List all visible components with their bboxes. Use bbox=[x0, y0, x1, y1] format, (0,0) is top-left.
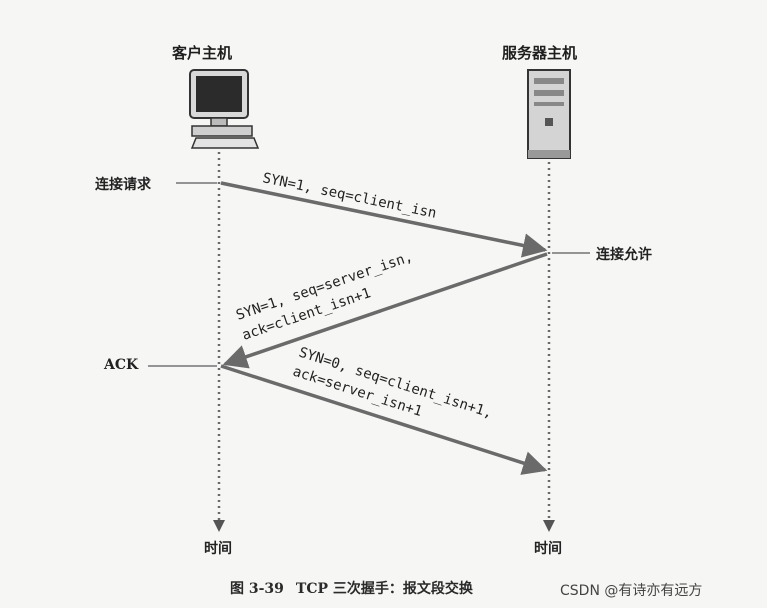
desktop-computer-icon bbox=[189, 69, 260, 149]
server-time-arrow-icon bbox=[543, 520, 555, 532]
syn-arrow bbox=[220, 181, 548, 258]
client-host-label: 客户主机 bbox=[172, 44, 233, 62]
figure-title: TCP 三次握手：报文段交换 bbox=[295, 581, 473, 597]
syn-ack-arrow bbox=[222, 252, 548, 369]
figure-number: 图 3-39 bbox=[230, 581, 284, 597]
client-time-arrow-icon bbox=[213, 520, 225, 532]
server-host-label: 服务器主机 bbox=[502, 44, 578, 62]
connection-granted-label: 连接允许 bbox=[596, 247, 652, 263]
client-time-label: 时间 bbox=[204, 541, 232, 557]
ack-arrow bbox=[220, 364, 548, 475]
server-time-label: 时间 bbox=[534, 541, 562, 557]
figure-caption: 图 3-39 TCP 三次握手：报文段交换 bbox=[230, 578, 473, 598]
ack-label: ACK bbox=[104, 357, 139, 373]
server-tower-icon bbox=[527, 69, 571, 159]
connection-request-label: 连接请求 bbox=[95, 177, 151, 193]
watermark: CSDN @有诗亦有远方 bbox=[560, 583, 703, 599]
